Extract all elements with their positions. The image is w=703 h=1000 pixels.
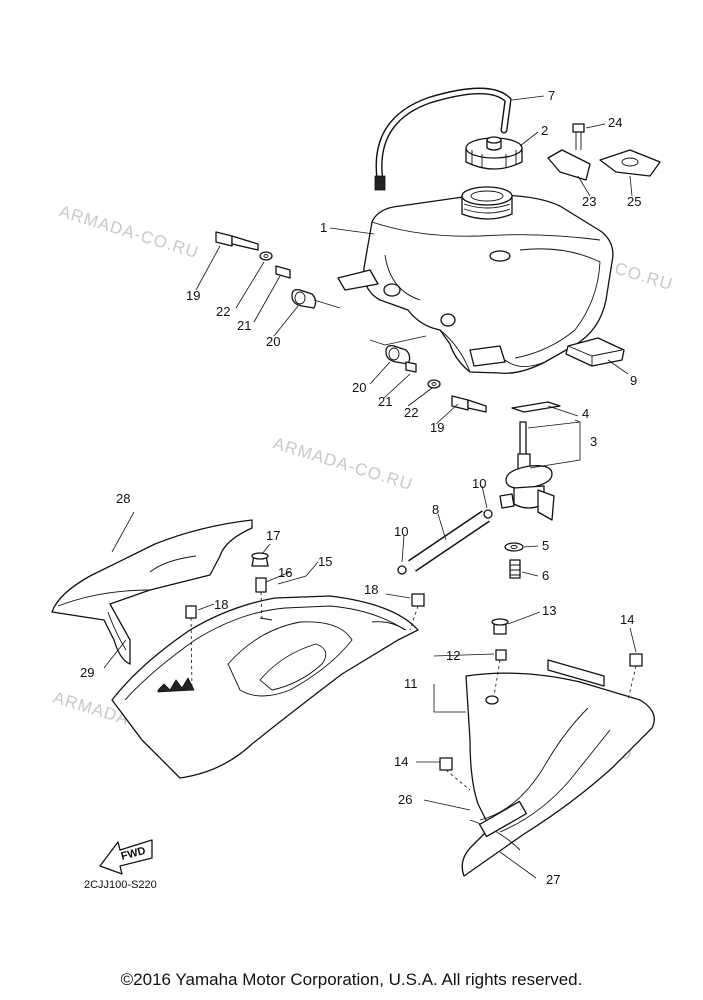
callout: 21: [378, 394, 392, 409]
callout: 5: [542, 538, 549, 553]
callout: 24: [608, 115, 622, 130]
fuel-cock[interactable]: [499, 401, 581, 579]
fuel-tank[interactable]: [337, 186, 614, 374]
fuel-hose[interactable]: [397, 509, 493, 575]
callout: 3: [590, 434, 597, 449]
callout: 17: [266, 528, 280, 543]
callout: 14: [394, 754, 408, 769]
damper-9[interactable]: [565, 337, 625, 367]
callout: 12: [446, 648, 460, 663]
callout: 7: [548, 88, 555, 103]
side-cover-left[interactable]: [51, 519, 253, 665]
callout: 22: [404, 405, 418, 420]
copyright-notice: ©2016 Yamaha Motor Corporation, U.S.A. A…: [120, 970, 583, 989]
callout: 20: [266, 334, 280, 349]
callout: 2: [541, 123, 548, 138]
callout: 11: [404, 676, 418, 691]
callout: 23: [582, 194, 596, 209]
callout: 15: [318, 554, 332, 569]
panel-fasteners[interactable]: [185, 552, 425, 691]
watermark: ARMADA-CO.RU: [271, 434, 415, 495]
callout-labels: 7 2 24 23 25 1 19 22 21 20 9 20 21 22 19…: [80, 88, 641, 887]
callout: 20: [352, 380, 366, 395]
watermark: ARMADA-CO.RU: [57, 202, 201, 263]
callout: 4: [582, 406, 589, 421]
tank-bracket-group[interactable]: [547, 123, 661, 181]
callout: 28: [116, 491, 130, 506]
mount-set-upper[interactable]: [215, 231, 341, 309]
callout: 13: [542, 603, 556, 618]
callout: 18: [214, 597, 228, 612]
callout: 19: [186, 288, 200, 303]
fwd-arrow-icon: FWD: [99, 839, 153, 875]
callout: 26: [398, 792, 412, 807]
callout: 18: [364, 582, 378, 597]
side-cover-right[interactable]: [433, 618, 655, 877]
callout: 10: [394, 524, 408, 539]
breather-hose[interactable]: [374, 87, 512, 191]
callout: 21: [237, 318, 251, 333]
callout: 8: [432, 502, 439, 517]
callout: 29: [80, 665, 94, 680]
leader-lines: [103, 95, 637, 879]
callout: 6: [542, 568, 549, 583]
callout: 10: [472, 476, 486, 491]
fuel-cap[interactable]: [465, 136, 523, 170]
callout: 22: [216, 304, 230, 319]
callout: 14: [620, 612, 634, 627]
side-panel-left[interactable]: [111, 595, 419, 779]
callout: 19: [430, 420, 444, 435]
callout: 27: [546, 872, 560, 887]
callout: 9: [630, 373, 637, 388]
mount-set-lower[interactable]: [369, 335, 487, 413]
diagram-code: 2CJJ100-S220: [84, 879, 157, 891]
callout: 25: [627, 194, 641, 209]
callout: 1: [320, 220, 327, 235]
callout: 16: [278, 565, 292, 580]
